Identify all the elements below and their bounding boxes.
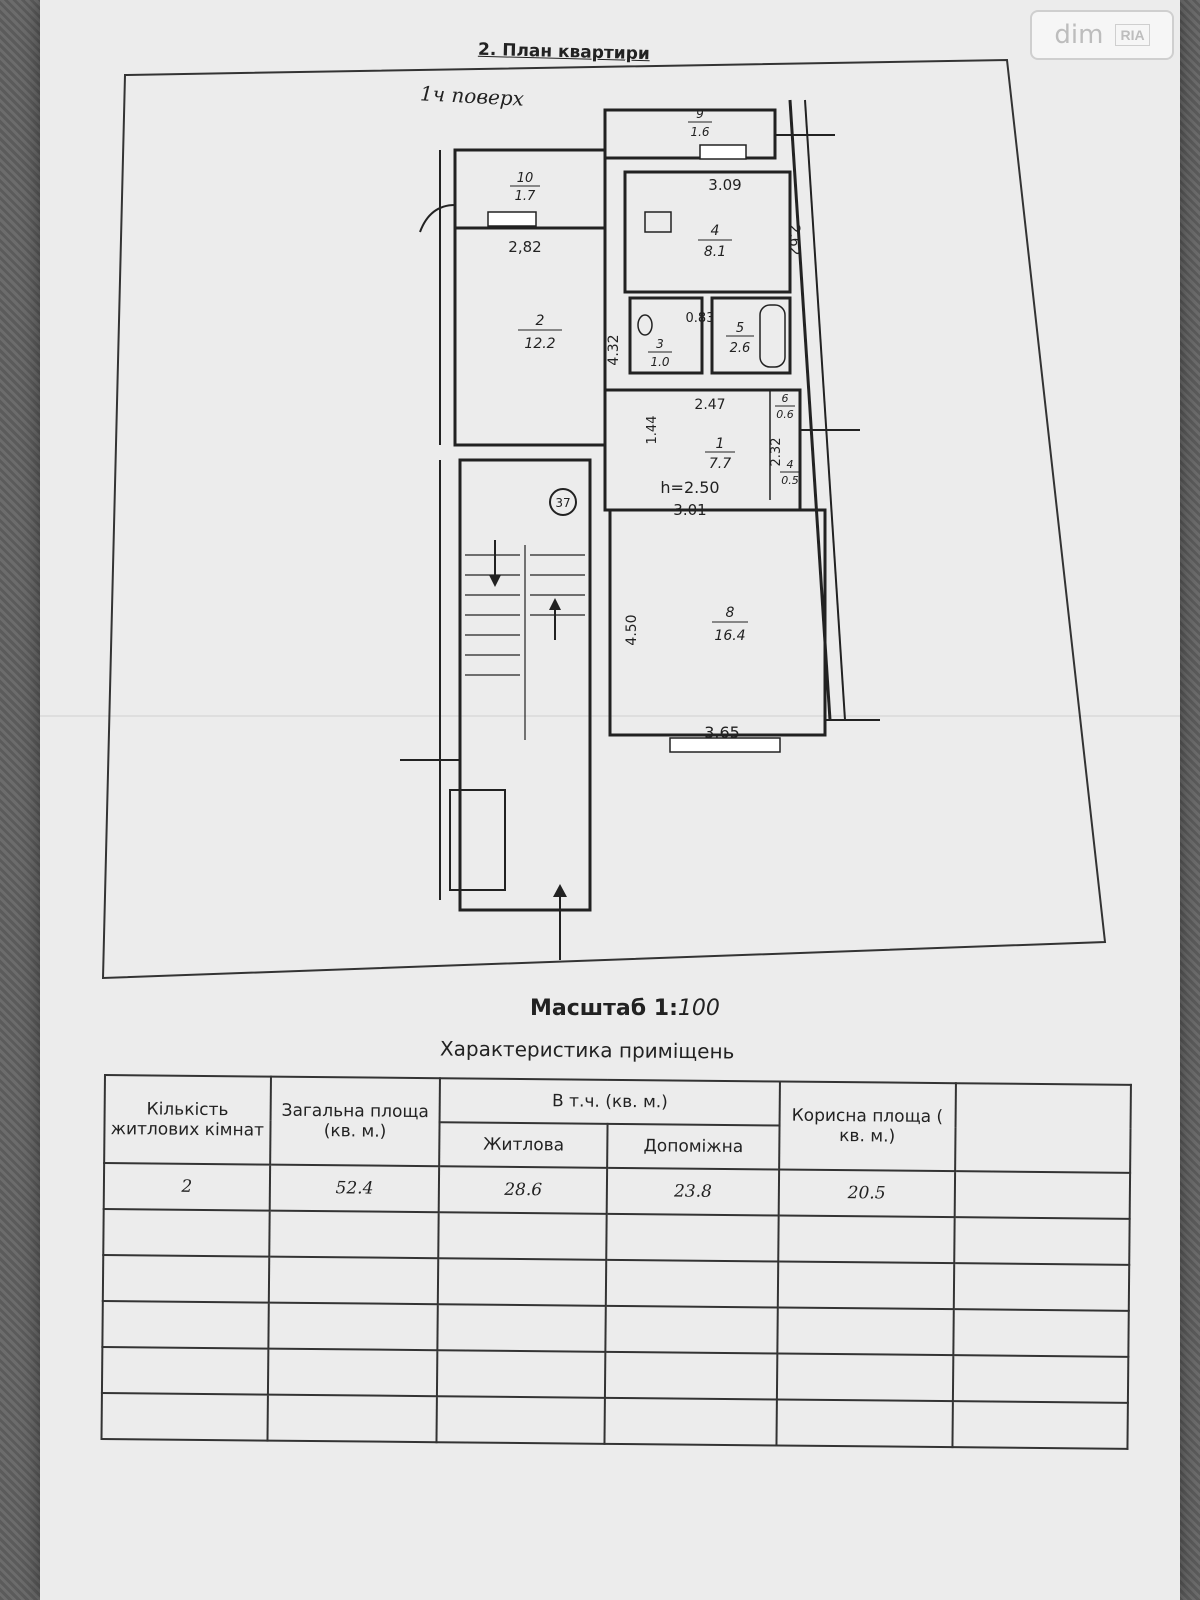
watermark: dim RIA <box>1030 10 1174 60</box>
dim-3-65: 3.65 <box>704 723 740 742</box>
room-4b-area: 0.5 <box>781 474 799 487</box>
room-1-num: 1 <box>716 436 725 452</box>
toilet <box>637 314 653 336</box>
room-8-area: 16.4 <box>714 628 745 644</box>
header-auxiliary: Допоміжна <box>607 1123 780 1170</box>
header-total-area: Загальна площа (кв. м.) <box>269 1076 441 1167</box>
room-9-num: 9 <box>696 107 704 121</box>
room-5-outline <box>710 296 792 375</box>
ceiling-height: h=2.50 <box>660 478 719 497</box>
room-1-area: 7.7 <box>709 456 731 472</box>
header-living: Житлова <box>439 1122 608 1168</box>
window <box>487 211 537 227</box>
room-2-area: 12.2 <box>524 336 555 352</box>
room-3-outline <box>628 296 704 375</box>
dim-3-01: 3.01 <box>673 501 706 519</box>
dim-0-83: 0.83 <box>686 311 715 326</box>
header-useful-area: Корисна площа ( кв. м.) <box>779 1081 956 1172</box>
room-10-area: 1.7 <box>515 189 536 204</box>
room-10-num: 10 <box>517 171 534 186</box>
room-8-num: 8 <box>726 605 735 621</box>
table-row <box>101 1392 1128 1449</box>
room-4-num: 4 <box>711 223 720 239</box>
dim-3-09: 3.09 <box>708 176 741 194</box>
watermark-text: dim <box>1054 20 1104 50</box>
dim-2-62: 2.62 <box>786 224 802 255</box>
cell-useful-area: 20.5 <box>778 1169 955 1218</box>
room-4b-num: 4 <box>787 458 794 471</box>
scale-prefix: Масштаб 1: <box>530 996 678 1021</box>
cell-total-area: 52.4 <box>269 1164 440 1213</box>
room-2-outline <box>453 148 607 447</box>
scale-label: Масштаб 1:100 <box>530 996 720 1021</box>
room-4-area: 8.1 <box>704 244 726 260</box>
header-empty <box>954 1083 1131 1173</box>
characteristics-table: Кількість житлових кімнат Загальна площа… <box>100 1074 1131 1450</box>
characteristics-title: Характеристика приміщень <box>439 1036 735 1064</box>
scale-value: 100 <box>677 996 720 1021</box>
room-5-num: 5 <box>736 321 744 336</box>
stair-marker <box>549 488 577 516</box>
plan-frame <box>101 58 1107 980</box>
bathtub <box>759 304 786 368</box>
cell-auxiliary: 23.8 <box>606 1167 780 1216</box>
room-3-num: 3 <box>656 337 664 351</box>
dim-2-32: 2.32 <box>769 438 784 467</box>
room-6-area: 0.6 <box>776 408 794 421</box>
room-9-area: 1.6 <box>690 125 709 139</box>
cell-living: 28.6 <box>439 1166 608 1214</box>
stair-marker-label: 37 <box>555 496 570 510</box>
room-6-num: 6 <box>782 392 789 405</box>
room-8-outline <box>608 508 827 737</box>
room-3-area: 1.0 <box>650 355 669 369</box>
room-2-num: 2 <box>536 313 545 329</box>
cell-rooms-count: 2 <box>103 1163 270 1211</box>
document-sheet <box>40 0 1180 1600</box>
dim-2-82: 2,82 <box>508 238 541 256</box>
dim-1-44: 1.44 <box>645 416 660 445</box>
stair-steps <box>465 545 585 740</box>
room-5-area: 2.6 <box>730 341 751 356</box>
stove <box>644 211 672 233</box>
dim-4-50: 4.50 <box>624 614 640 645</box>
dim-4-32: 4.32 <box>606 334 622 365</box>
watermark-logo: RIA <box>1115 24 1150 46</box>
header-including: В т.ч. (кв. м.) <box>440 1078 780 1126</box>
dim-2-47: 2.47 <box>694 397 725 413</box>
cell-empty <box>954 1171 1131 1219</box>
header-rooms-count: Кількість житлових кімнат <box>104 1075 271 1165</box>
stairwell-outline <box>458 458 592 912</box>
room-4-outline <box>623 170 792 294</box>
